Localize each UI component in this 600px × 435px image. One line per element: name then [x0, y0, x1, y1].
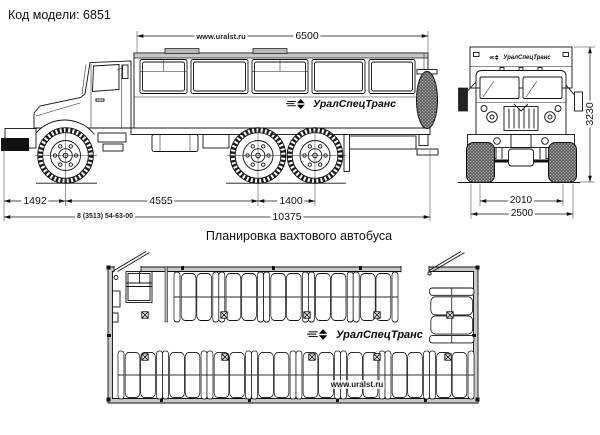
cab-step	[97, 132, 127, 143]
differential	[508, 148, 534, 167]
side-view-drawing	[1, 48, 439, 184]
tow-plate	[1, 138, 29, 151]
dim-overall-height: 3230	[584, 100, 596, 128]
windshield-left	[479, 76, 520, 99]
chassis-frame	[130, 127, 431, 135]
marker-light	[562, 52, 569, 57]
front-view-drawing	[458, 46, 583, 183]
brand-logo-front: УралСпецТранс	[489, 54, 551, 61]
phone-number: 8 (3513) 54-63-00	[74, 213, 136, 221]
dim-body-length: 6500	[293, 29, 321, 42]
dim-track: 2010	[507, 195, 535, 207]
seat-benches-bottom-row	[117, 350, 475, 400]
underbody-equipment	[151, 134, 439, 172]
tool-box	[202, 134, 230, 149]
grille	[503, 106, 539, 131]
door-leaf	[428, 251, 462, 271]
mirror-right	[574, 91, 583, 112]
brand-name-front: УралСпецТранс	[503, 54, 551, 61]
website-watermark-top: www.uralst.ru	[194, 31, 248, 41]
dim-front-overhang: 1492	[21, 194, 49, 207]
brand-logo-plan: УралСпецТранс	[307, 327, 423, 342]
door-leaf	[113, 251, 147, 271]
body-windows	[139, 59, 416, 94]
cab-door-window	[92, 64, 120, 92]
uralspetstrans-emblem-icon	[489, 55, 499, 60]
box-body	[133, 48, 429, 129]
hood-emblem	[513, 103, 529, 112]
partition	[164, 266, 168, 323]
front-tire-left	[466, 142, 495, 183]
floor-plan-drawing	[106, 251, 480, 404]
headlight-left	[486, 111, 498, 123]
uralspetstrans-emblem-icon	[307, 329, 328, 340]
cabinet	[125, 271, 153, 303]
floor-plan-title: Планировка вахтового автобуса	[205, 229, 393, 243]
mirror-left	[458, 87, 468, 112]
tow-hook	[493, 137, 501, 145]
door-opening-front	[114, 265, 141, 273]
headlight-right	[544, 111, 556, 123]
roof-hatch	[164, 48, 200, 54]
door-handle	[95, 98, 105, 102]
fuel-tank	[151, 134, 199, 152]
wiper	[482, 80, 495, 98]
dim-bogie-base: 1400	[277, 194, 305, 207]
marker-light	[473, 52, 480, 57]
dim-wheelbase: 4555	[147, 194, 175, 207]
brand-logo-side: УралСпецТранс	[286, 97, 396, 111]
wiper	[525, 80, 538, 98]
dim-overall-width: 2500	[508, 208, 536, 220]
brand-name-plan: УралСпецТранс	[336, 328, 423, 341]
model-code: Код модели: 6851	[8, 8, 111, 22]
website-watermark-plan: www.uralst.ru	[329, 380, 385, 389]
brand-name-side: УралСпецТранс	[313, 98, 396, 110]
rear-step	[416, 148, 439, 156]
seat-benches-top-row	[173, 271, 399, 323]
side-mirror	[122, 64, 129, 79]
front-axle	[481, 147, 561, 167]
mud-flap	[343, 134, 350, 172]
roof-hatch	[252, 48, 288, 54]
dim-overall-length: 10375	[270, 210, 304, 223]
spare-wheel	[416, 69, 438, 129]
uralspetstrans-emblem-icon	[286, 99, 305, 109]
windshield-right	[522, 76, 563, 99]
tow-hook	[541, 137, 549, 145]
cab-front	[458, 67, 583, 148]
rear-box	[347, 135, 417, 150]
heater	[112, 290, 121, 308]
front-tire-right	[548, 142, 577, 183]
door-opening-rear	[401, 265, 429, 273]
